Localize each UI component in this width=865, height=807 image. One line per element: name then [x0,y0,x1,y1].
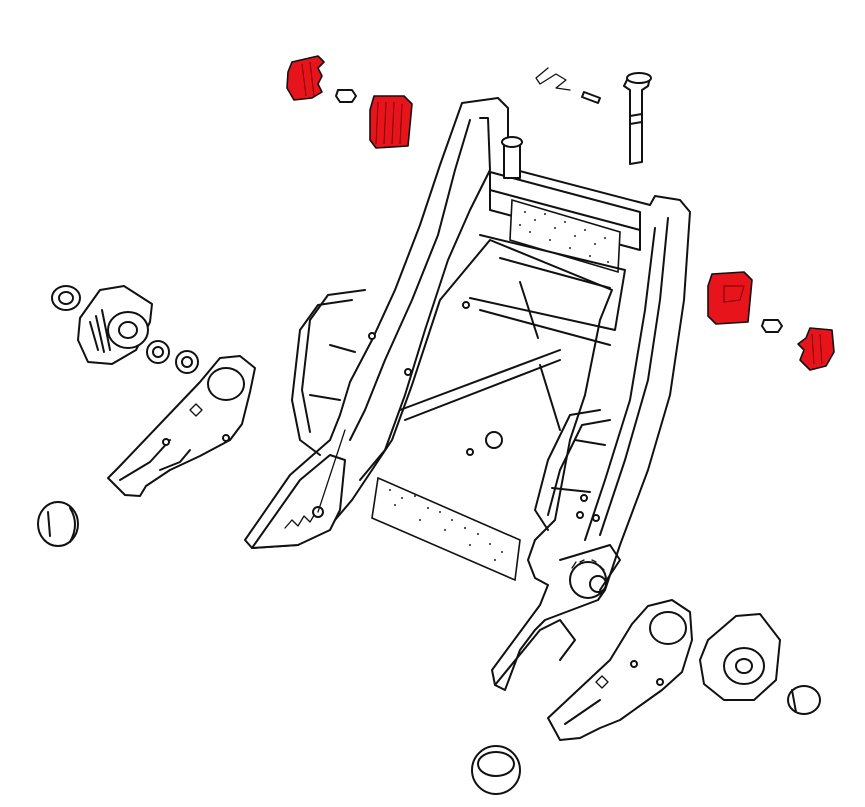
left-bracket-icon [107,355,256,497]
connector-nut-right-icon [761,319,783,333]
left-washer-icon [146,340,199,374]
recline-knob-right-icon [699,613,781,701]
right-cover-inner [707,271,753,325]
headrest-guide-tube-icon [623,72,652,165]
recline-knob-left-icon [77,285,153,365]
left-cover-inner [369,95,413,149]
seat-back-frame-icon [244,97,691,691]
pin-icon [581,91,601,104]
end-cap-right-icon [787,685,821,715]
upper-pad-texture [519,211,609,263]
end-cap-left-icon [37,501,79,547]
lower-pad-texture [389,489,503,561]
connector-nut-icon [335,89,357,103]
spring-clip-icon [535,67,571,91]
end-cap-bottom-icon [471,745,521,795]
left-nut-icon [51,285,81,311]
left-cover-outer [286,55,325,101]
right-bracket-icon [547,599,693,741]
right-cover-outer [797,327,835,371]
